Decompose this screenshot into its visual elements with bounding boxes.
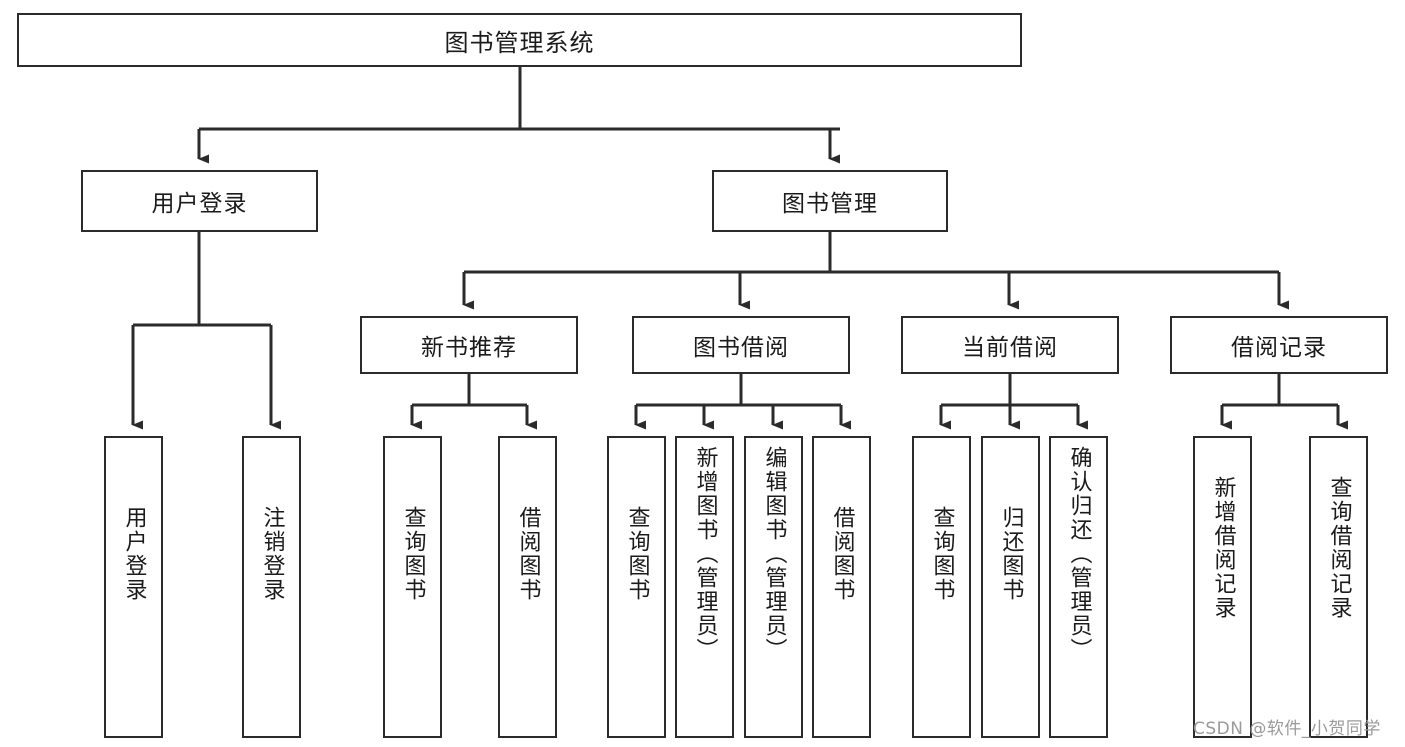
leaf-user-login-login[interactable]: 用户登录 bbox=[104, 436, 163, 738]
leaf-label: 查询图书 bbox=[400, 506, 426, 602]
node-borrow-records-label: 借阅记录 bbox=[1231, 335, 1327, 361]
leaf-label: 用户登录 bbox=[121, 506, 147, 602]
node-new-book-recommend-label: 新书推荐 bbox=[421, 335, 517, 361]
leaf-label: 查询借阅记录 bbox=[1326, 476, 1352, 620]
leaf-records-add-record[interactable]: 新增借阅记录 bbox=[1193, 436, 1252, 738]
leaf-label: 借阅图书 bbox=[829, 506, 855, 602]
leaf-label: 新增借阅记录 bbox=[1210, 476, 1236, 620]
node-root-label: 图书管理系统 bbox=[444, 28, 595, 57]
leaf-borrow-borrow-book[interactable]: 借阅图书 bbox=[812, 436, 871, 738]
node-user-login-label: 用户登录 bbox=[151, 191, 248, 217]
node-borrow-records[interactable]: 借阅记录 bbox=[1170, 316, 1388, 374]
node-book-borrow[interactable]: 图书借阅 bbox=[632, 316, 850, 374]
node-current-borrow[interactable]: 当前借阅 bbox=[901, 316, 1119, 374]
leaf-label: 注销登录 bbox=[259, 506, 285, 602]
leaf-current-query-book[interactable]: 查询图书 bbox=[912, 436, 971, 738]
leaf-records-query-record[interactable]: 查询借阅记录 bbox=[1309, 436, 1368, 738]
leaf-label: 编辑图书（管理员） bbox=[761, 446, 787, 662]
leaf-label: 借阅图书 bbox=[515, 506, 541, 602]
node-user-login[interactable]: 用户登录 bbox=[81, 170, 318, 232]
node-new-book-recommend[interactable]: 新书推荐 bbox=[360, 316, 578, 374]
leaf-borrow-query-book[interactable]: 查询图书 bbox=[607, 436, 666, 738]
node-book-management[interactable]: 图书管理 bbox=[712, 170, 948, 232]
watermark: CSDN @软件_小贺同学 bbox=[1193, 719, 1381, 739]
leaf-label: 归还图书 bbox=[998, 506, 1024, 602]
node-current-borrow-label: 当前借阅 bbox=[962, 335, 1058, 361]
node-root[interactable]: 图书管理系统 bbox=[17, 13, 1022, 67]
leaf-label: 确认归还（管理员） bbox=[1066, 446, 1092, 662]
leaf-label: 查询图书 bbox=[624, 506, 650, 602]
leaf-new-book-query[interactable]: 查询图书 bbox=[383, 436, 442, 738]
leaf-borrow-add-book-admin[interactable]: 新增图书（管理员） bbox=[675, 436, 734, 738]
leaf-current-confirm-return-admin[interactable]: 确认归还（管理员） bbox=[1049, 436, 1108, 738]
leaf-borrow-edit-book-admin[interactable]: 编辑图书（管理员） bbox=[744, 436, 803, 738]
node-book-borrow-label: 图书借阅 bbox=[693, 335, 789, 361]
leaf-user-login-logout[interactable]: 注销登录 bbox=[242, 436, 301, 738]
node-book-management-label: 图书管理 bbox=[782, 191, 878, 217]
leaf-label: 查询图书 bbox=[929, 506, 955, 602]
leaf-new-book-borrow[interactable]: 借阅图书 bbox=[498, 436, 557, 738]
leaf-label: 新增图书（管理员） bbox=[692, 446, 718, 662]
leaf-current-return-book[interactable]: 归还图书 bbox=[981, 436, 1040, 738]
